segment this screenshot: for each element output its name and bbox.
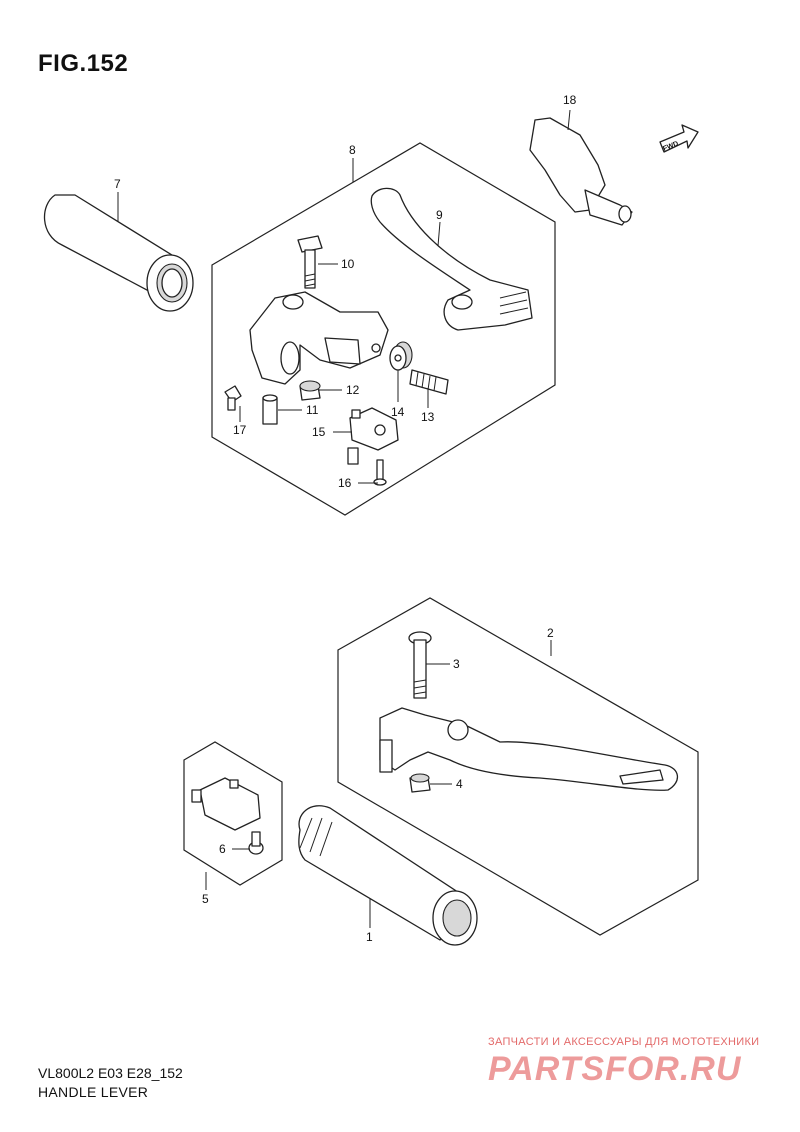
callout-1: 1: [366, 930, 373, 944]
section-name: HANDLE LEVER: [38, 1084, 149, 1100]
clutch-lever-part-9[interactable]: [370, 187, 533, 331]
callout-3: 3: [453, 657, 460, 671]
watermark-tagline: ЗАПЧАСТИ И АКСЕССУАРЫ ДЛЯ МОТОТЕХНИКИ: [488, 1036, 760, 1048]
throttle-grip-part-1[interactable]: [298, 805, 478, 946]
clutch-switch-part-15[interactable]: [347, 407, 399, 465]
pivot-bolt-part-3[interactable]: [408, 631, 432, 699]
brake-lever-part-2[interactable]: [379, 707, 679, 791]
boot-part-18[interactable]: [529, 117, 633, 226]
screw-part-17[interactable]: [224, 385, 242, 411]
pivot-bolt-part-10[interactable]: [297, 235, 323, 289]
left-grip-part-7[interactable]: [43, 194, 194, 312]
callout-10: 10: [341, 257, 355, 271]
model-code: VL800L2 E03 E28_152: [38, 1065, 183, 1081]
nut-part-4[interactable]: [409, 773, 431, 793]
adjuster-screw-part-13[interactable]: [409, 369, 449, 395]
callout-13: 13: [421, 410, 435, 424]
callout-5: 5: [202, 892, 209, 906]
watermark-brand: PARTSFOR.RU: [488, 1050, 742, 1088]
callout-4: 4: [456, 777, 463, 791]
screw-part-16[interactable]: [373, 459, 387, 486]
callout-7: 7: [114, 177, 121, 191]
callout-15: 15: [312, 425, 326, 439]
callout-12: 12: [346, 383, 360, 397]
callout-17: 17: [233, 423, 247, 437]
spacer-part-11[interactable]: [262, 394, 278, 425]
brake-switch-part-5[interactable]: [191, 777, 261, 831]
assembly-box-2: [337, 597, 699, 936]
callout-8: 8: [349, 143, 356, 157]
callout-2: 2: [547, 626, 554, 640]
callout-16: 16: [338, 476, 352, 490]
figure-title: FIG.152: [38, 50, 129, 77]
leader-lines: [117, 109, 571, 928]
callout-14: 14: [391, 405, 405, 419]
screw-part-6[interactable]: [248, 831, 264, 855]
assembly-box-8: [211, 142, 556, 516]
callout-6: 6: [219, 842, 226, 856]
forward-direction-arrow: [659, 124, 699, 153]
callout-18: 18: [563, 93, 577, 107]
callout-11: 11: [306, 403, 319, 417]
lever-holder-bracket[interactable]: [249, 291, 389, 385]
nut-part-12[interactable]: [299, 380, 321, 401]
assembly-box-5: [183, 741, 283, 886]
adjuster-part-14[interactable]: [389, 341, 413, 371]
callout-9: 9: [436, 208, 443, 222]
